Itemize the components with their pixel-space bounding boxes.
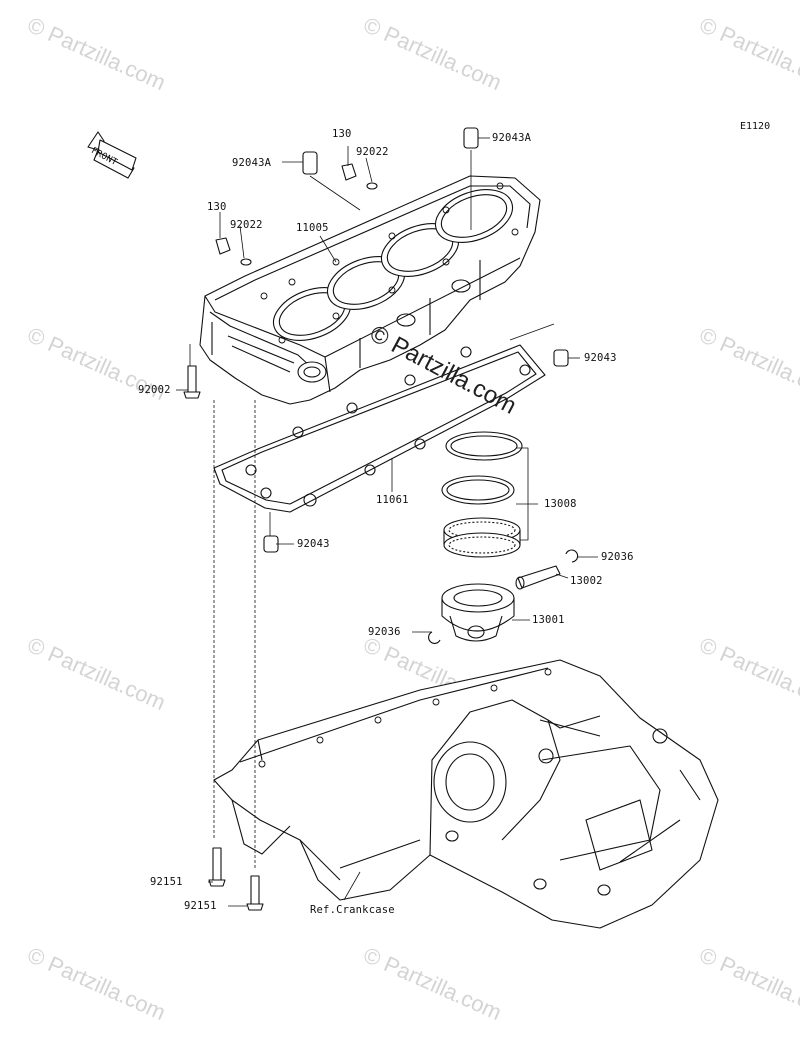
part-number-11005[interactable]: 11005: [296, 222, 329, 234]
part-number-13001[interactable]: 13001: [532, 614, 565, 626]
cylinder-block: [199, 175, 541, 405]
piston-assembly: [428, 549, 579, 644]
part-number-92043-right[interactable]: 92043: [584, 352, 617, 364]
part-number-92036-right[interactable]: 92036: [601, 551, 634, 563]
part-number-11061[interactable]: 11061: [376, 494, 409, 506]
part-number-92002[interactable]: 92002: [138, 384, 171, 396]
part-number-92151-lower[interactable]: 92151: [184, 900, 217, 912]
leader-lines: [176, 137, 598, 907]
bolts-and-washers: [183, 163, 378, 911]
piston-rings: [441, 431, 523, 558]
part-number-13008[interactable]: 13008: [544, 498, 577, 510]
crankcase: [213, 659, 719, 929]
part-number-92022-left[interactable]: 92022: [230, 219, 263, 231]
part-number-92036-left[interactable]: 92036: [368, 626, 401, 638]
part-number-92151-upper[interactable]: 92151: [150, 876, 183, 888]
part-number-92022-top[interactable]: 92022: [356, 146, 389, 158]
front-arrow-icon: [87, 131, 137, 179]
crankcase-reference-label: Ref.Crankcase: [310, 904, 395, 916]
part-number-92043-left[interactable]: 92043: [297, 538, 330, 550]
part-number-130-left[interactable]: 130: [207, 201, 227, 213]
part-number-130-top[interactable]: 130: [332, 128, 352, 140]
base-gasket: [213, 344, 546, 513]
part-number-92043a-right[interactable]: 92043A: [492, 132, 532, 144]
diagram-code: E1120: [740, 121, 771, 132]
part-number-13002[interactable]: 13002: [570, 575, 603, 587]
part-number-92043a-left[interactable]: 92043A: [232, 157, 272, 169]
